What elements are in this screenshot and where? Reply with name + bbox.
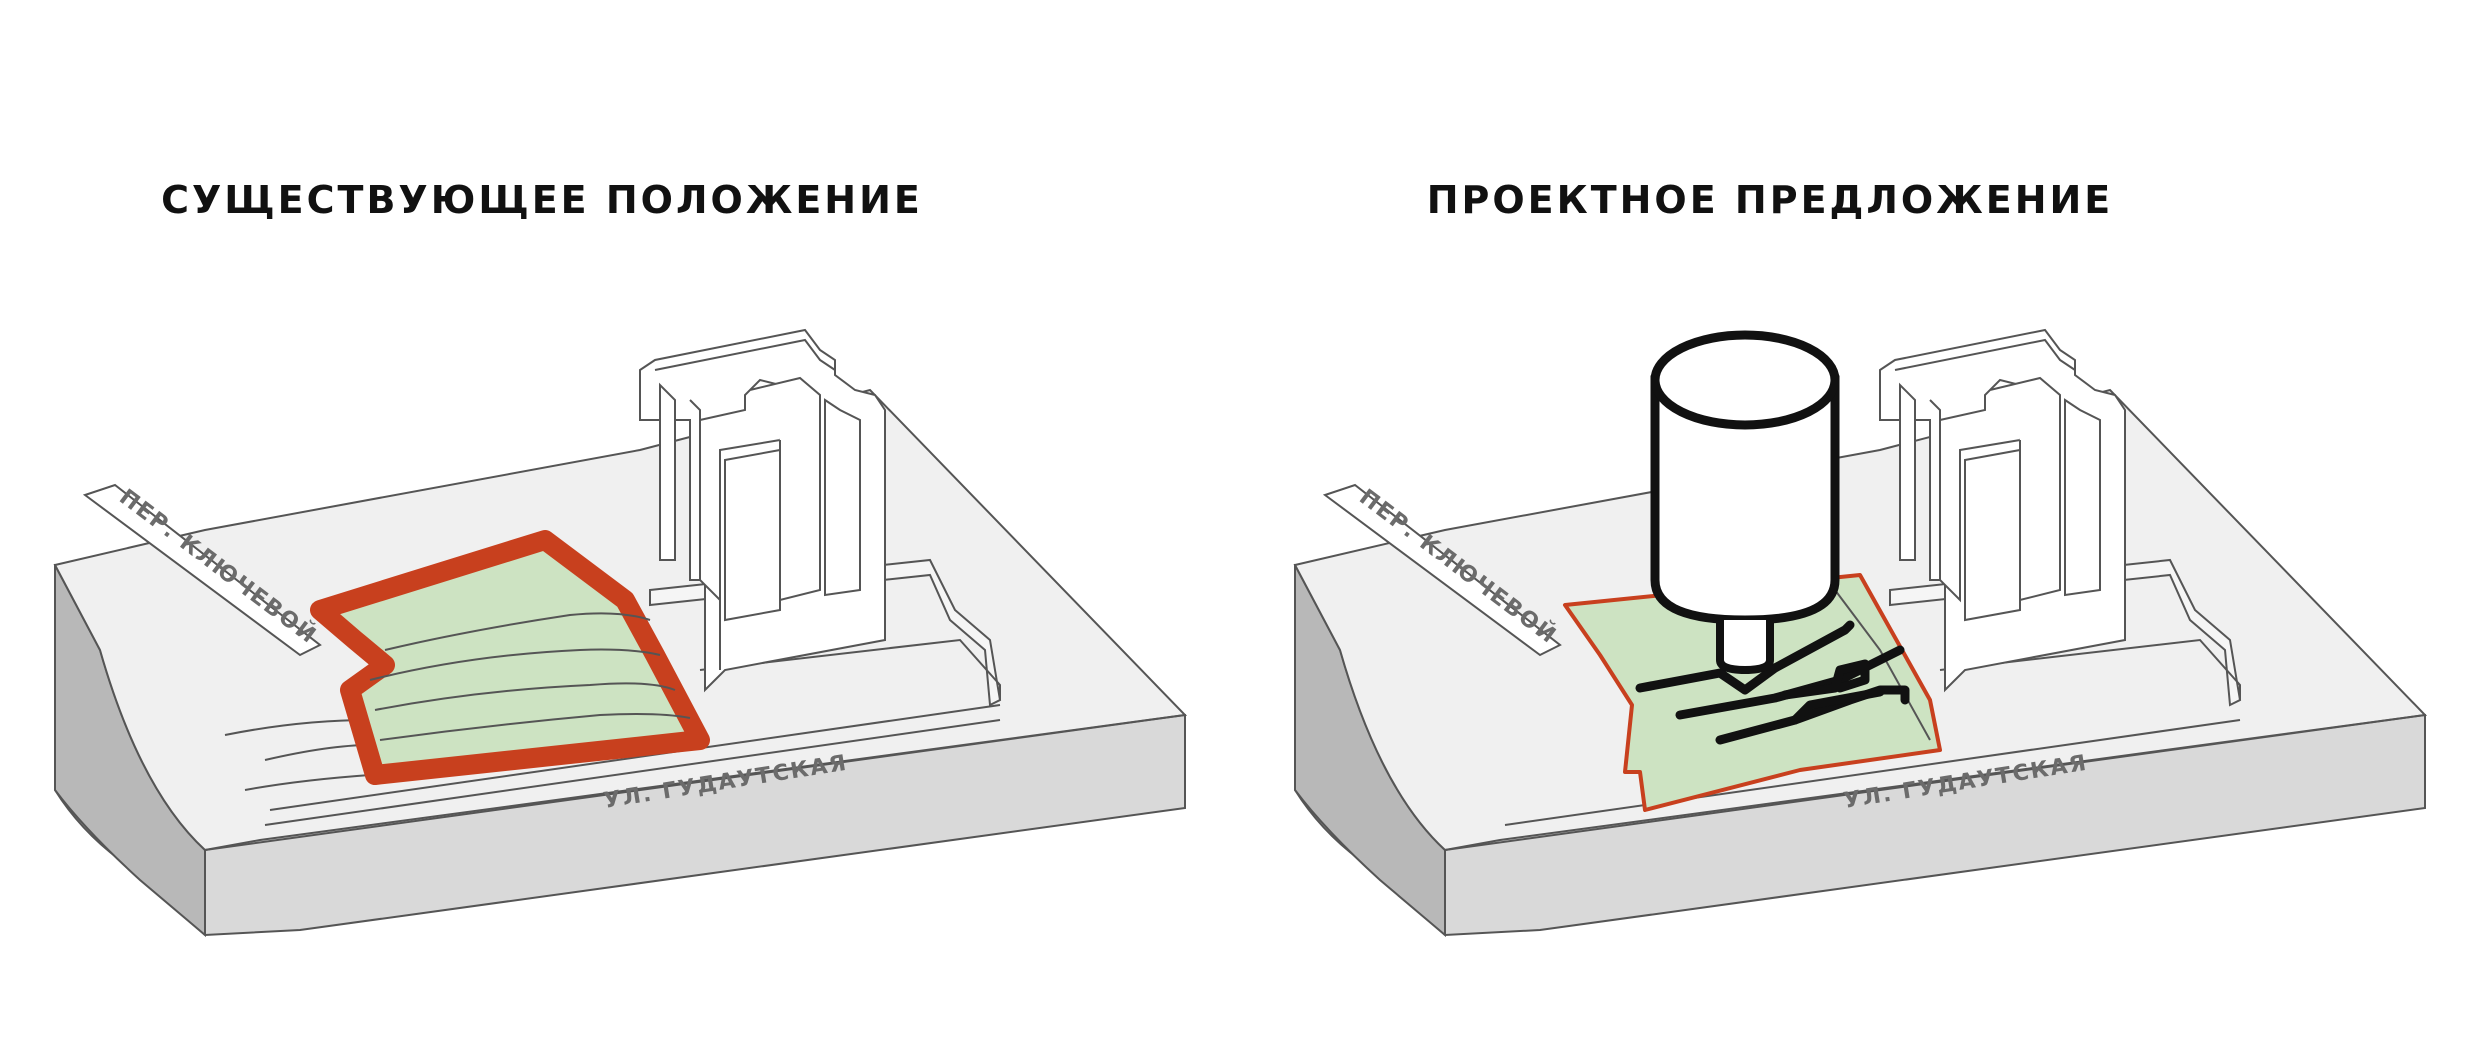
existing-building — [1879, 328, 2126, 693]
panel-existing: СУЩЕСТВУЮЩЕЕ ПОЛОЖЕНИЕ ПЕР. КЛЮЧЕВОЙ — [53, 178, 1188, 938]
panel-title-existing: СУЩЕСТВУЮЩЕЕ ПОЛОЖЕНИЕ — [161, 178, 923, 222]
lane-road — [1322, 483, 1562, 657]
existing-building — [639, 328, 886, 693]
site-boundary — [310, 530, 710, 785]
diagram-proposal: ПЕР. КЛЮЧЕВОЙ УЛ. ГУДА — [1293, 328, 2428, 938]
panel-title-proposal: ПРОЕКТНОЕ ПРЕДЛОЖЕНИЕ — [1426, 178, 2114, 222]
panel-proposal: ПРОЕКТНОЕ ПРЕДЛОЖЕНИЕ ПЕР. КЛЮЧЕВОЙ — [1240, 0, 2480, 1038]
proposed-tower — [1650, 330, 1840, 675]
lane-road — [82, 483, 322, 657]
proposed-terraces — [1635, 620, 1910, 745]
diagram-existing: ПЕР. КЛЮЧЕВОЙ УЛ. ГУДАУТСКАЯ — [53, 328, 1188, 938]
